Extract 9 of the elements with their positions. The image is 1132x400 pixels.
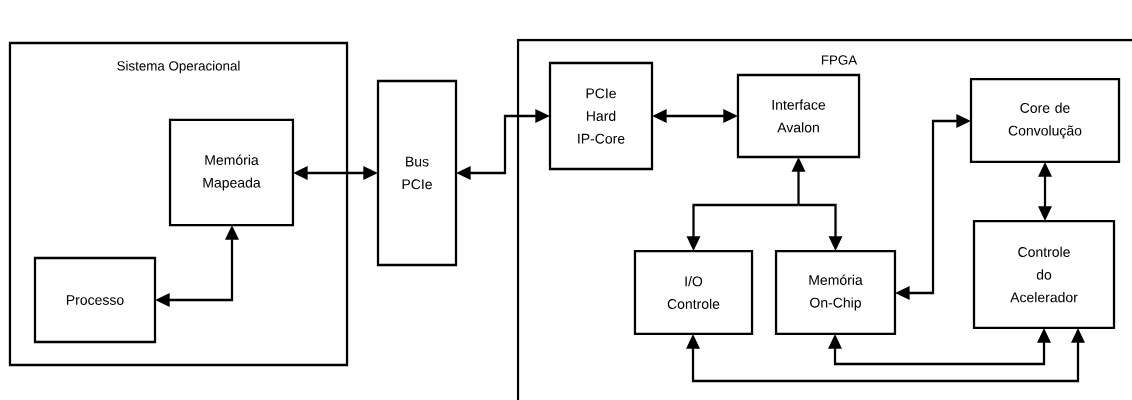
- block-box: PCIe Hard IP-Core: [548, 61, 654, 171]
- block-box: Controle do Acelerador: [972, 219, 1116, 330]
- block-box: Interface Avalon: [736, 73, 861, 159]
- block-box: Memória Mapeada: [168, 118, 295, 227]
- block-box: Bus PCIe: [376, 79, 458, 267]
- block-box: Memória On-Chip: [774, 249, 897, 336]
- block-box: Core de Convolução: [969, 77, 1121, 164]
- block-box: Processo: [33, 256, 157, 344]
- block-box: I/O Controle: [633, 249, 754, 336]
